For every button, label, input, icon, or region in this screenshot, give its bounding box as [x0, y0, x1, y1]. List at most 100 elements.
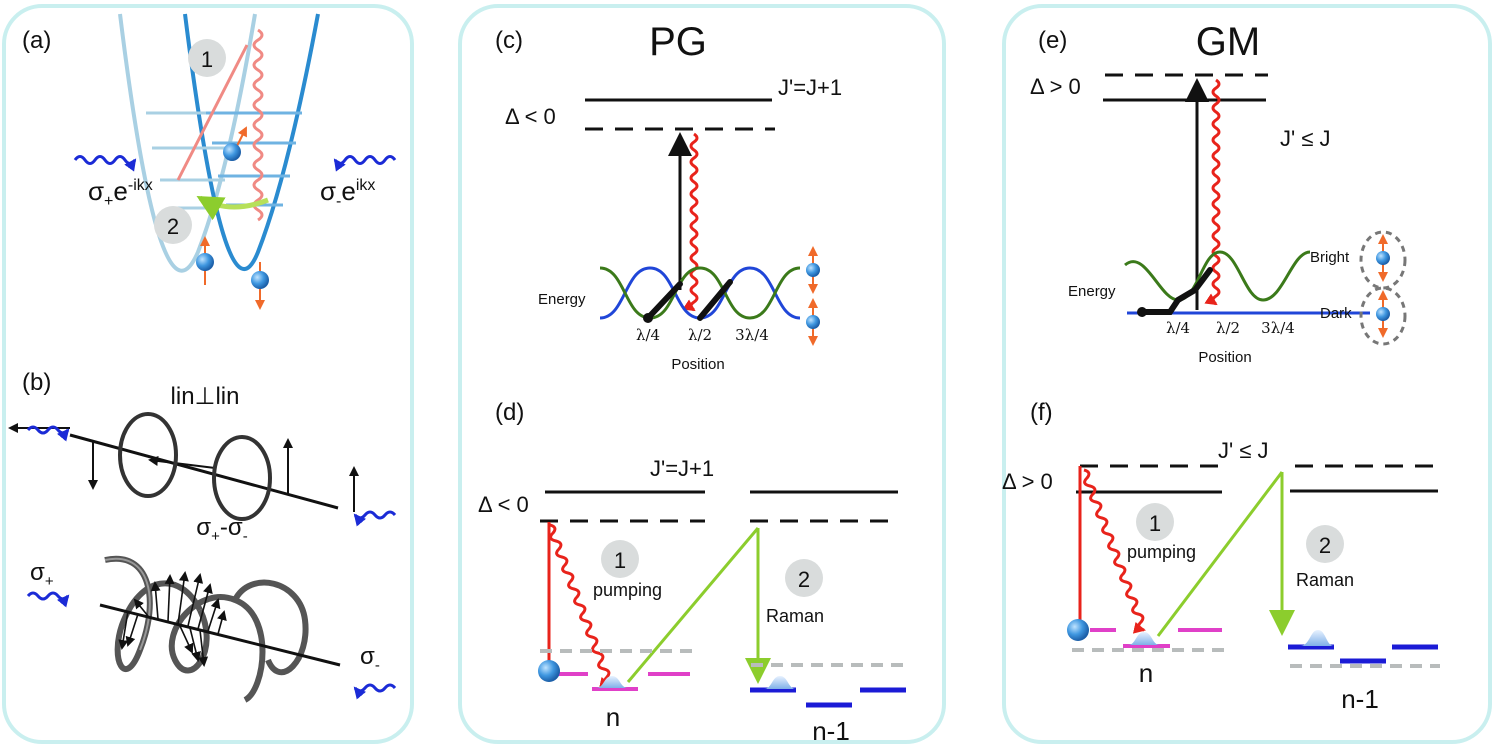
energy-curve-green — [599, 266, 801, 320]
pf-step2-circle — [1306, 525, 1344, 563]
atom-trajectory — [645, 279, 733, 321]
pd-pumping: pumping — [593, 580, 662, 600]
panel-frame-middle — [458, 4, 946, 744]
panel-c-label: (c) — [495, 27, 523, 54]
tick-lambda-half-e: λ/2 — [1216, 319, 1240, 337]
panel-a-label: (a) — [22, 27, 51, 54]
pg-detuning: Δ < 0 — [505, 104, 556, 129]
tick-three-lambda-quarter-c: 3λ/4 — [735, 326, 769, 344]
pf-level-label: J' ≤ J — [1218, 438, 1269, 463]
atom-spin-down — [251, 271, 269, 289]
sigma-plus-left: σ+ — [30, 559, 54, 590]
left-beam-wave — [73, 155, 137, 172]
pf-step1-circle — [1136, 503, 1174, 541]
pd-raman-up — [626, 527, 760, 683]
atom-spin-up — [223, 143, 241, 161]
pd-step2-text: 2 — [798, 567, 810, 592]
panel-b: (b) lin⊥lin σ+-σ- σ+ σ- — [8, 369, 397, 703]
tick-lambda-quarter-e: λ/4 — [1166, 319, 1190, 337]
beam-right-bottom — [353, 683, 397, 700]
panel-e: (e) GM Δ > 0 J' ≤ J Energy Bright Dark λ… — [1030, 20, 1407, 366]
dark-label: Dark — [1320, 305, 1352, 322]
sigma-minus-right: σ- — [360, 643, 380, 674]
step-1-text: 1 — [201, 47, 213, 72]
energy-curve-blue — [599, 266, 801, 320]
energy-label-c: Energy — [538, 291, 586, 308]
bright-label: Bright — [1310, 249, 1350, 266]
beam-left-top — [26, 425, 70, 442]
step-2-text: 2 — [167, 214, 179, 239]
pd-level-label: J'=J+1 — [650, 456, 714, 481]
parabola-light — [118, 13, 257, 273]
spontaneous-emission — [682, 132, 699, 312]
tick-lambda-quarter-c: λ/4 — [636, 326, 660, 344]
atom-up-c — [806, 263, 820, 277]
panel-b-label: (b) — [22, 369, 51, 396]
position-label-c: Position — [671, 356, 724, 373]
atom-spin-up-2 — [196, 253, 214, 271]
pd-n-minus-1: n-1 — [812, 716, 850, 746]
pd-decay-wavy — [549, 523, 612, 689]
panel-frame-right — [1002, 4, 1492, 744]
panel-d-label: (d) — [495, 399, 524, 426]
gm-title: GM — [1196, 20, 1260, 64]
gm-detuning: Δ > 0 — [1030, 74, 1081, 99]
panel-f-label: (f) — [1030, 399, 1053, 426]
pf-raman-up — [1156, 471, 1284, 637]
green-transfer-arrow — [196, 195, 269, 221]
atom-dark — [1376, 307, 1390, 321]
pd-detuning: Δ < 0 — [478, 492, 529, 517]
parabola-dark — [183, 13, 320, 271]
pd-step1-text: 1 — [614, 548, 626, 573]
tick-three-lambda-quarter-e: 3λ/4 — [1261, 319, 1295, 337]
gm-atom-trajectory — [1139, 267, 1213, 315]
pd-step2-circle — [785, 559, 823, 597]
pg-level-label: J'=J+1 — [778, 75, 842, 100]
panel-d: (d) J'=J+1 Δ < 0 1 pumping 2 Raman n n-1 — [478, 399, 906, 746]
panel-f: (f) J' ≤ J Δ > 0 1 pumping 2 Raman n n-1 — [1002, 399, 1440, 714]
tick-lambda-half-c: λ/2 — [688, 326, 712, 344]
polarization-ellipse-1 — [118, 412, 178, 498]
decay-wavy — [252, 28, 264, 222]
pf-raman: Raman — [1296, 570, 1354, 590]
step-2-circle — [154, 206, 192, 244]
panel-e-label: (e) — [1038, 27, 1067, 54]
pd-raman: Raman — [766, 606, 824, 626]
polarization-ellipse-2 — [212, 435, 272, 521]
gm-spontaneous-emission — [1204, 78, 1221, 306]
pf-step2-text: 2 — [1319, 533, 1331, 558]
right-beam-wave — [333, 155, 397, 172]
bright-curve — [1124, 250, 1311, 302]
right-beam-label: σ-eikx — [320, 176, 375, 210]
pf-decay-wavy — [1083, 468, 1146, 634]
panel-a: (a) 1 2 — [22, 13, 397, 310]
rotating-field-vectors — [118, 571, 227, 667]
pg-title: PG — [649, 20, 707, 64]
pump-beam-line — [176, 44, 249, 181]
pf-n-minus-1: n-1 — [1341, 684, 1379, 714]
beam-right-top — [353, 510, 397, 527]
pf-n: n — [1139, 658, 1153, 688]
gm-level-label: J' ≤ J — [1280, 126, 1331, 151]
pd-step1-circle — [601, 540, 639, 578]
step-1-circle — [188, 39, 226, 77]
pf-detuning: Δ > 0 — [1002, 469, 1053, 494]
sigma-plus-minus-title: σ+-σ- — [196, 514, 247, 545]
propagation-axis-bottom — [99, 603, 341, 667]
pd-n: n — [606, 702, 620, 732]
position-label-e: Position — [1198, 349, 1251, 366]
energy-label-e: Energy — [1068, 283, 1116, 300]
pd-atom — [538, 660, 560, 682]
panel-frame-left — [2, 4, 414, 744]
pf-step1-text: 1 — [1149, 511, 1161, 536]
atom-down-c — [806, 315, 820, 329]
pf-pumping: pumping — [1127, 542, 1196, 562]
pf-atom — [1067, 619, 1089, 641]
lin-perp-lin-title: lin⊥lin — [171, 383, 240, 410]
left-beam-label: σ+e-ikx — [88, 176, 153, 210]
beam-left-bottom — [26, 591, 70, 608]
propagation-axis-top — [69, 433, 339, 510]
polarization-helix — [104, 555, 309, 703]
panel-c: (c) PG J'=J+1 Δ < 0 Energy λ/4 λ/2 3λ/4 … — [495, 20, 842, 373]
